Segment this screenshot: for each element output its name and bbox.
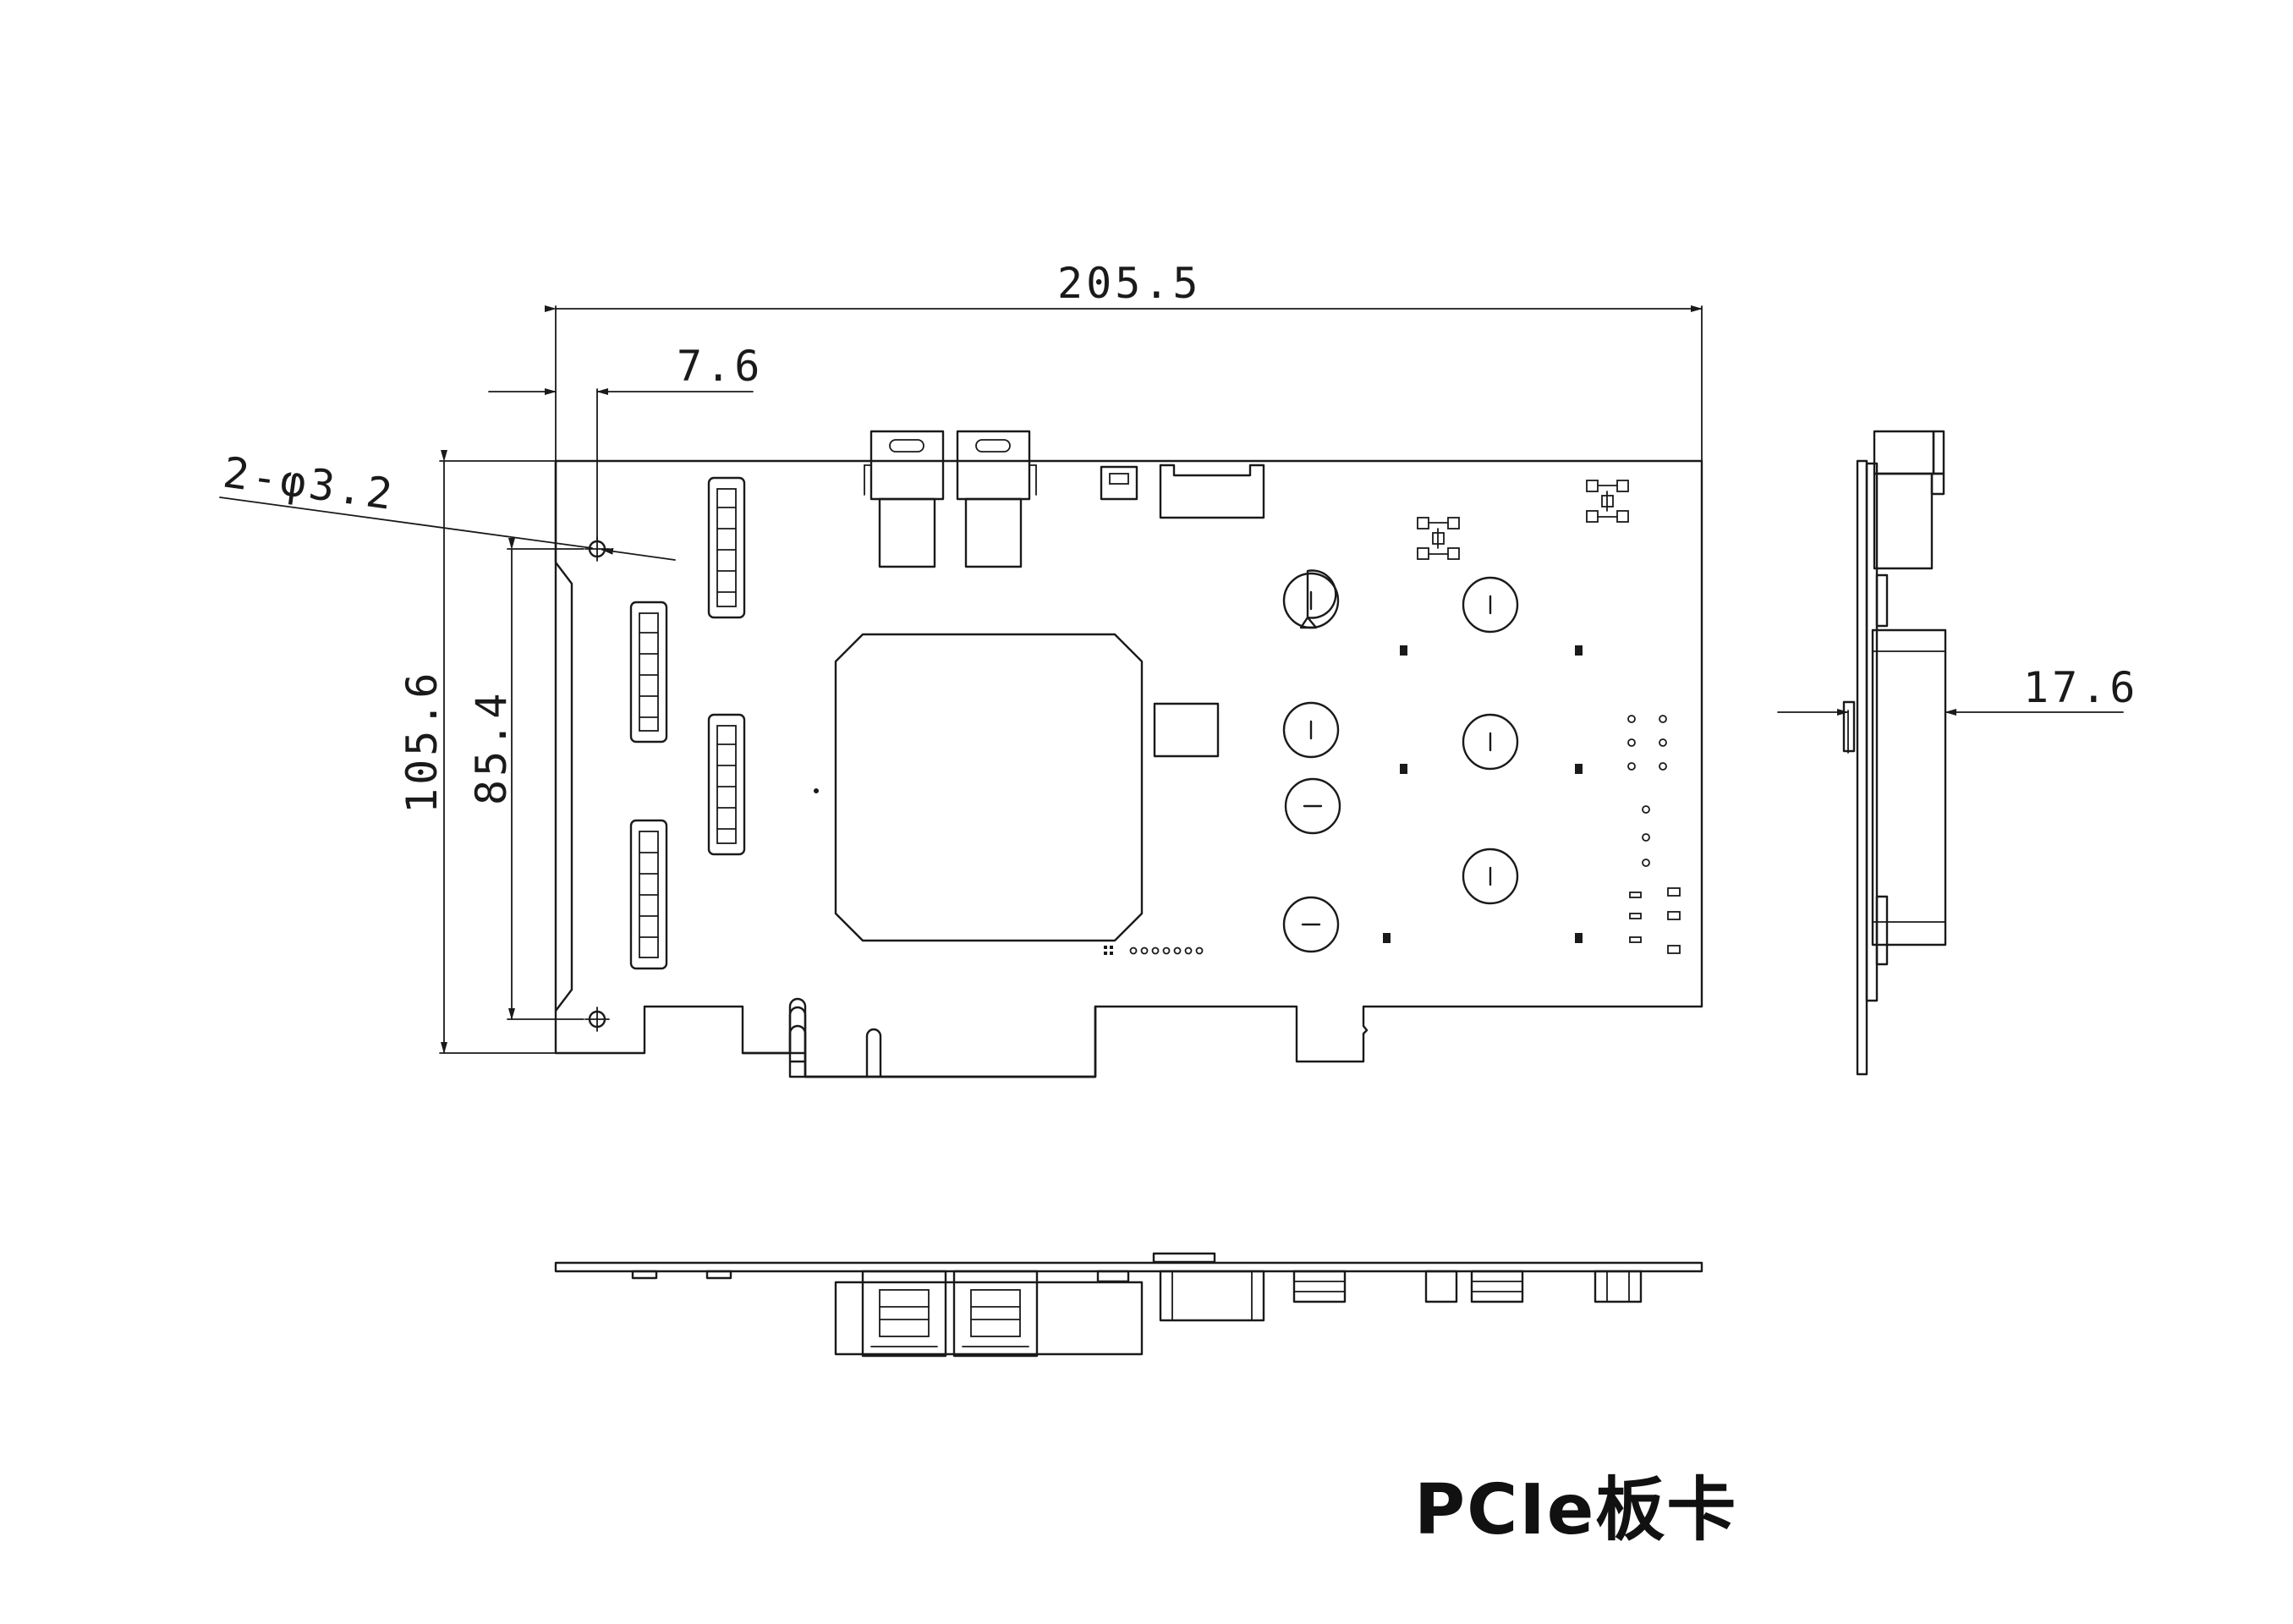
key-notch-left [788, 1006, 807, 1055]
key-notch [865, 1028, 882, 1078]
board-left-edge [554, 459, 1097, 1078]
inductor-icon [1282, 896, 1340, 953]
slim-connector-icon [629, 601, 668, 743]
inductor-icon [1282, 572, 1340, 629]
figure-caption: PCIe板卡 [1414, 1470, 1738, 1550]
fpga-chip [834, 633, 1144, 942]
inductor-icon [1299, 569, 1337, 629]
edge-connector [741, 1005, 1097, 1078]
slim-connector-icon [629, 819, 668, 970]
sfp-port-icon [962, 1289, 1029, 1347]
usb-connector-icon [1100, 465, 1138, 501]
sensor-icon [1586, 480, 1629, 523]
sfp-cage-top [834, 1281, 1144, 1356]
slim-connector-icon [707, 476, 746, 619]
led-array [1627, 715, 1681, 954]
dim-height: 105.6 [398, 669, 447, 814]
bracket [554, 459, 573, 1012]
side-pcb [1865, 462, 1879, 1002]
resistor-array [1104, 946, 1204, 955]
dim-thickness: 17.6 [2023, 663, 2138, 712]
side-bracket [1856, 459, 1868, 1076]
top-view [554, 1252, 1703, 1358]
board-outline [554, 459, 1703, 1078]
dim-hole-spacing: 85.4 [467, 690, 516, 805]
top-pcb [554, 1261, 1703, 1273]
side-view: 17.6 [1777, 430, 2138, 1076]
heatsink [1871, 628, 1947, 946]
inductor-icon [1284, 777, 1341, 835]
oscillator [1153, 702, 1220, 758]
inductor-icon [1462, 576, 1519, 634]
dimension-lines: 205.5 7.6 2-φ3.2 105.6 85.4 [219, 259, 1703, 1054]
top-pin-header [1159, 1270, 1265, 1322]
inductor-icon [1282, 701, 1340, 759]
sfp-port-icon [956, 430, 1037, 568]
connector-group [629, 476, 746, 970]
dim-length: 205.5 [1057, 259, 1202, 308]
pin-header [1159, 464, 1265, 519]
sensor-icon [1417, 517, 1460, 560]
sfp-port-icon [864, 430, 945, 568]
front-view [554, 430, 1703, 1078]
sfp-port-icon [870, 1289, 938, 1347]
dim-bracket-offset: 7.6 [677, 342, 763, 391]
via-pads [1383, 645, 1583, 943]
inductor-icon [1462, 713, 1519, 771]
mounting-hole-icon [584, 1007, 610, 1032]
slim-connector-icon [707, 713, 746, 856]
inductor-icon [1462, 848, 1519, 905]
